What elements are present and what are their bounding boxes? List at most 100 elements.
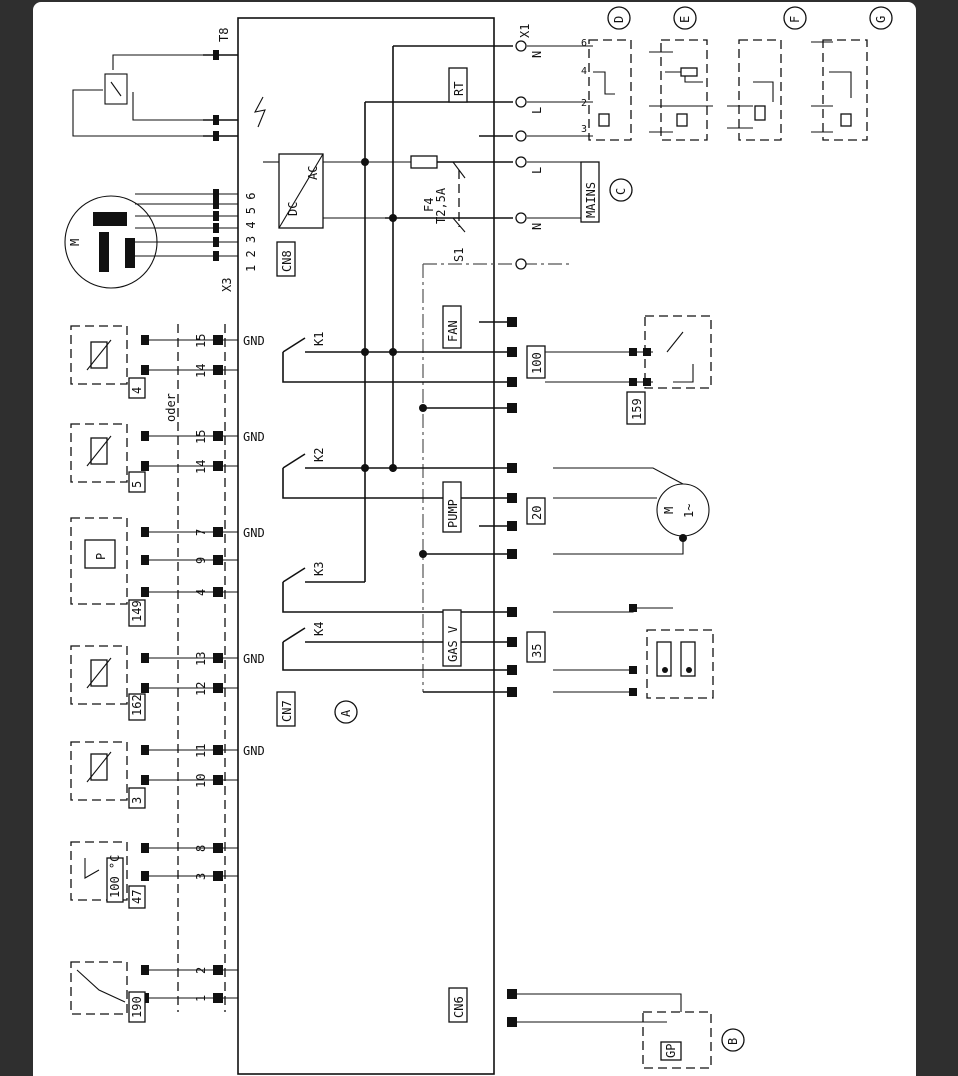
module-a-circle	[334, 700, 358, 724]
pump-motor-phase: 1~	[682, 504, 696, 518]
module-b-label: B	[726, 1038, 740, 1045]
ac-label: AC	[306, 166, 320, 180]
relay-k2: K2	[282, 448, 513, 499]
gp-label: GP	[664, 1044, 678, 1058]
diagram-sheet: T8 M X3 1 2 3 4 5 6 C N 8 DC AC	[33, 2, 916, 1076]
pin-1: 1	[194, 995, 208, 1002]
x1-n-mains: N	[530, 223, 544, 230]
svg-text:4: 4	[581, 66, 587, 77]
dc-ac-converter: DC AC	[263, 153, 411, 229]
gnd-label-1: GND	[243, 334, 265, 348]
sensor-5-label: 5	[130, 481, 144, 488]
ionisation-electrode: T8	[72, 28, 266, 141]
plug-20-box	[526, 497, 546, 525]
relay-k2-label: K2	[312, 448, 326, 462]
pump-label: PUMP	[446, 499, 460, 528]
sensor-5: 5	[70, 423, 146, 493]
sensor-3: 3	[70, 741, 146, 809]
pin-10: 10	[194, 774, 208, 788]
gnd-label-2: GND	[243, 430, 265, 444]
pin-3: 3	[194, 873, 208, 880]
module-e-label: E	[678, 16, 692, 23]
x1-label: X1	[518, 24, 532, 38]
limit-thermostat-47: 100 °C 47	[70, 841, 146, 909]
pump-motor-m: M	[662, 507, 676, 514]
pin-12: 12	[194, 682, 208, 696]
relay-k3: K3	[282, 562, 513, 613]
pump-box	[442, 481, 462, 533]
fan-motor: M X3 1 2 3 4 5 6	[64, 189, 258, 292]
pin-7: 7	[194, 529, 208, 536]
dc-label: DC	[286, 202, 300, 216]
module-c-circle	[609, 178, 633, 202]
pin-2: 2	[194, 967, 208, 974]
terminal-x3-label: X3	[220, 278, 234, 292]
mains-box	[580, 161, 600, 223]
wiring-diagram: T8 M X3 1 2 3 4 5 6 C N 8 DC AC	[64, 6, 893, 1075]
pin-4: 4	[194, 589, 208, 596]
sensor-3-label: 3	[130, 797, 144, 804]
pin-14a: 14	[194, 364, 208, 378]
fan-motor-m-label: M	[68, 239, 82, 246]
fan-box	[442, 305, 462, 349]
room-thermostat-e: E	[649, 6, 713, 141]
gas-valve	[553, 604, 714, 699]
module-d-label: D	[612, 16, 626, 23]
fan-pressure-switch-159: 159	[626, 315, 712, 425]
gas-pressure-switch-gp: CN6 GP B	[448, 987, 745, 1069]
pin-15a: 15	[194, 334, 208, 348]
plug-35-label: 35	[530, 644, 544, 658]
gnd-label-4: GND	[243, 652, 265, 666]
module-c-label: C	[614, 188, 628, 195]
module-f-label: F	[788, 16, 802, 23]
sensor-pins	[141, 335, 223, 1003]
relay-k4-label: K4	[312, 622, 326, 636]
plug-100-box	[526, 345, 546, 379]
rt-box	[448, 67, 468, 103]
sensor-47-label: 47	[130, 890, 144, 904]
fan-label: FAN	[446, 320, 460, 342]
gnd-label-5: GND	[243, 744, 265, 758]
relay-k4: K4	[282, 622, 513, 671]
cn6-label: CN6	[452, 996, 466, 1018]
sensor-4: 4	[70, 325, 146, 399]
svg-text:3: 3	[581, 124, 587, 135]
plug-100-label: 100	[530, 352, 544, 374]
x1-l-mains: L	[530, 167, 544, 174]
cn7-label: CN7	[280, 700, 294, 722]
pin-15b: 15	[194, 430, 208, 444]
plug-35-box	[526, 631, 546, 663]
gnd-label-3: GND	[243, 526, 265, 540]
pin-13: 13	[194, 652, 208, 666]
relay-k3-label: K3	[312, 562, 326, 576]
room-thermostat-f: F	[727, 6, 807, 141]
sensor-rows	[143, 339, 238, 999]
pin-9: 9	[194, 557, 208, 564]
sensor-190: 190	[70, 961, 146, 1023]
cn7-box	[276, 691, 296, 727]
pump-motor: M 1~	[553, 467, 710, 555]
pin-8: 8	[194, 845, 208, 852]
sensor-162-label: 162	[130, 694, 144, 716]
mains-switch-s1: S1	[385, 161, 513, 262]
terminal-t8-label: T8	[217, 28, 231, 42]
oder-label: oder	[164, 393, 178, 422]
cn8-box	[276, 241, 296, 277]
x1-n-top: N	[530, 51, 544, 58]
rt-label: RT	[452, 82, 466, 96]
switch-label: S1	[452, 248, 466, 262]
module-g-label: G	[874, 16, 888, 23]
sensor-149-pressure: P 149	[70, 517, 146, 627]
pin-11: 11	[194, 744, 208, 758]
gas-valve-box	[442, 609, 462, 667]
svg-text:2: 2	[581, 98, 587, 109]
sensor-149-label: 149	[130, 600, 144, 622]
control-board-outline	[237, 17, 495, 1075]
fuse-rating: T2,5A	[434, 187, 448, 224]
fan-pin-numbers: 1 2 3 4 5 6	[244, 193, 258, 272]
svg-text:6: 6	[581, 38, 587, 49]
room-thermostat-d: D 6 4 2 3	[581, 6, 632, 141]
sensor-149-p: P	[94, 553, 108, 560]
sensor-162: 162	[70, 645, 146, 721]
terminal-block-x1: X1 N L L N	[515, 24, 544, 270]
